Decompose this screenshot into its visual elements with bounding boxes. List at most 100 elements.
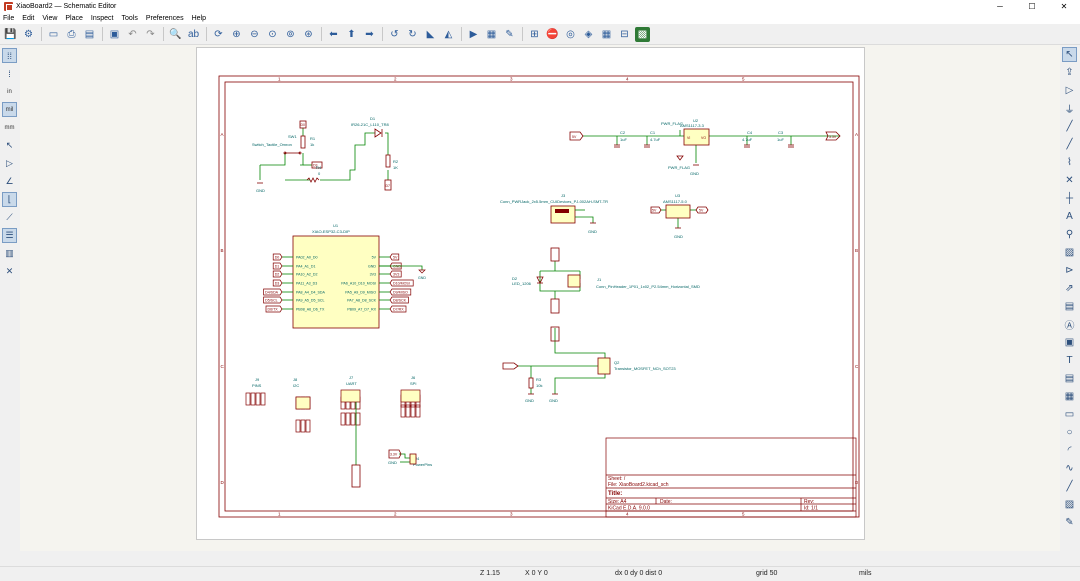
line-mode-free-icon[interactable]: ∠ bbox=[5, 176, 14, 186]
line-mode-45-icon[interactable]: ⟋ bbox=[6, 212, 13, 222]
mirror-vertical-icon[interactable]: ◣ bbox=[426, 28, 435, 40]
plot-icon[interactable]: ▤ bbox=[84, 28, 95, 40]
netlist-icon[interactable]: ⊟ bbox=[620, 28, 629, 40]
schematic-setup-icon[interactable]: ⚙ bbox=[24, 28, 33, 40]
menu-file[interactable]: File bbox=[3, 15, 15, 22]
schematic-drawing: 1 2 3 4 5 1 2 3 4 5 A B C D A B C D bbox=[218, 75, 860, 518]
rectangle-icon[interactable]: ▭ bbox=[1064, 409, 1075, 420]
led-label-box-bottom bbox=[550, 298, 560, 314]
find-replace-icon[interactable]: ab bbox=[187, 28, 200, 40]
unit-inch-button[interactable]: in bbox=[2, 84, 17, 99]
menu-help[interactable]: Help bbox=[191, 15, 206, 22]
zoom-selection-icon[interactable]: ⊛ bbox=[304, 28, 313, 40]
find-icon[interactable]: 🔍 bbox=[169, 28, 182, 40]
maximize-button[interactable]: ☐ bbox=[1028, 2, 1036, 11]
bezier-icon[interactable]: ∿ bbox=[1065, 463, 1074, 474]
image-icon[interactable]: ▨ bbox=[1064, 499, 1075, 510]
u1-right-pin-name: PA6_A10_D10_MOSI bbox=[341, 282, 376, 286]
sim-icon[interactable]: ◎ bbox=[566, 28, 575, 40]
u1-gnd-symbol bbox=[418, 269, 426, 274]
print-icon[interactable]: ⎙ bbox=[67, 28, 76, 40]
add-power-icon[interactable]: ⏚ bbox=[1064, 105, 1075, 116]
symbol-browser-icon[interactable]: ▦ bbox=[486, 28, 497, 40]
rotate-ccw-icon[interactable]: ↺ bbox=[390, 28, 399, 40]
zoom-out-icon[interactable]: ⊖ bbox=[250, 28, 259, 40]
hier-label-icon[interactable]: ⊳ bbox=[1065, 265, 1074, 276]
navigate-back-icon[interactable]: ⬅ bbox=[329, 28, 338, 40]
hier-sheet-icon[interactable]: ⇗ bbox=[1065, 283, 1074, 294]
u1-right-pin-name: 3V3 bbox=[370, 273, 376, 277]
add-bus-icon[interactable]: ╱ bbox=[1066, 139, 1073, 150]
select-icon[interactable]: ↖ bbox=[1062, 47, 1077, 62]
junction-icon[interactable]: ┼ bbox=[1065, 193, 1074, 204]
table-icon[interactable]: ▦ bbox=[1064, 391, 1075, 402]
line-icon[interactable]: ╱ bbox=[1066, 481, 1073, 492]
menu-place[interactable]: Place bbox=[65, 15, 83, 22]
schematic-canvas[interactable]: 1 2 3 4 5 1 2 3 4 5 A B C D A B C D bbox=[20, 45, 1060, 551]
grid-toggle-icon[interactable]: ⁞⁞ bbox=[2, 48, 17, 63]
bus-entry-icon[interactable]: ⌇ bbox=[1067, 157, 1072, 168]
j9-ref: J9 bbox=[255, 377, 260, 382]
j4-value: PowerPins bbox=[413, 462, 432, 467]
hierarchy-navigator-icon[interactable]: ☰ bbox=[2, 228, 17, 243]
u1-left-net-label-box bbox=[265, 305, 283, 313]
menu-tools[interactable]: Tools bbox=[121, 15, 138, 22]
title-bar: XiaoBoard2 — Schematic Editor ─ ☐ ✕ bbox=[0, 0, 1080, 13]
paste-icon[interactable]: ▣ bbox=[109, 28, 120, 40]
add-text-icon[interactable]: T bbox=[1066, 355, 1073, 366]
delete-icon[interactable]: ✎ bbox=[1065, 517, 1074, 528]
unit-mil-button[interactable]: mil bbox=[2, 102, 17, 117]
frame-col-3: 3 bbox=[510, 77, 513, 82]
navigate-up-icon[interactable]: ⬆ bbox=[347, 28, 356, 40]
tools-icon[interactable]: ✕ bbox=[5, 266, 14, 276]
text-icon[interactable]: Ⓐ bbox=[1064, 321, 1075, 332]
undo-icon[interactable]: ↶ bbox=[128, 28, 137, 40]
hidden-pins-icon[interactable]: ▷ bbox=[6, 158, 13, 168]
close-button[interactable]: ✕ bbox=[1060, 2, 1068, 11]
bom-icon[interactable]: ▦ bbox=[601, 28, 612, 40]
grid-override-icon[interactable]: ⁞ bbox=[8, 68, 11, 79]
j8-body bbox=[295, 396, 311, 410]
u1-right-net-label: D9/MISO bbox=[393, 290, 408, 294]
mirror-horizontal-icon[interactable]: ◭ bbox=[444, 28, 453, 40]
3v3-label: 3.3V bbox=[829, 135, 837, 139]
rotate-cw-icon[interactable]: ↻ bbox=[408, 28, 417, 40]
text-box-icon[interactable]: ▤ bbox=[1064, 373, 1075, 384]
line-mode-90-icon[interactable]: ⌊ bbox=[2, 192, 17, 207]
arc-icon[interactable]: ◜ bbox=[1067, 445, 1072, 456]
q2-value: Transistor_MOSFET_NCh_SOT23 bbox=[614, 366, 676, 371]
footprint-assign-icon[interactable]: ◈ bbox=[584, 28, 593, 40]
properties-panel-icon[interactable]: ▥ bbox=[5, 248, 14, 258]
navigate-forward-icon[interactable]: ➡ bbox=[365, 28, 374, 40]
minimize-button[interactable]: ─ bbox=[997, 2, 1003, 11]
field-editor-icon[interactable]: ⊞ bbox=[530, 28, 539, 40]
cursor-icon[interactable]: ↖ bbox=[5, 140, 14, 150]
gnd-label-sw: GND bbox=[256, 188, 265, 193]
unit-mm-button[interactable]: mm bbox=[2, 120, 17, 135]
menu-inspect[interactable]: Inspect bbox=[90, 15, 114, 22]
pcb-editor-icon[interactable]: ▩ bbox=[635, 26, 650, 42]
menu-edit[interactable]: Edit bbox=[22, 15, 35, 22]
redo-icon[interactable]: ↷ bbox=[146, 28, 155, 40]
menu-preferences[interactable]: Preferences bbox=[145, 15, 184, 22]
import-sheet-pin-icon[interactable]: ▤ bbox=[1064, 301, 1075, 312]
sheet-pin-icon[interactable]: ▣ bbox=[1064, 337, 1075, 348]
zoom-objects-icon[interactable]: ⊚ bbox=[286, 28, 295, 40]
zoom-in-icon[interactable]: ⊕ bbox=[232, 28, 241, 40]
net-class-icon[interactable]: ⚲ bbox=[1065, 229, 1074, 240]
menu-view[interactable]: View bbox=[42, 15, 58, 22]
add-wire-icon[interactable]: ╱ bbox=[1066, 121, 1073, 132]
highlight-net-icon[interactable]: ⇪ bbox=[1065, 67, 1074, 78]
add-symbol-icon[interactable]: ▷ bbox=[1065, 85, 1074, 96]
global-label-icon[interactable]: ▨ bbox=[1064, 247, 1075, 258]
save-icon[interactable]: 💾 bbox=[4, 28, 17, 40]
zoom-fit-icon[interactable]: ⊙ bbox=[268, 28, 277, 40]
erc-icon[interactable]: ⛔ bbox=[546, 28, 559, 40]
net-label-icon[interactable]: A bbox=[1066, 211, 1073, 222]
circle-icon[interactable]: ○ bbox=[1066, 427, 1073, 438]
page-settings-icon[interactable]: ▭ bbox=[48, 28, 59, 40]
no-connect-icon[interactable]: ✕ bbox=[1065, 175, 1074, 186]
annotate-icon[interactable]: ✎ bbox=[505, 28, 514, 40]
symbol-editor-icon[interactable]: ▶ bbox=[469, 28, 478, 40]
refresh-icon[interactable]: ⟳ bbox=[214, 28, 223, 40]
